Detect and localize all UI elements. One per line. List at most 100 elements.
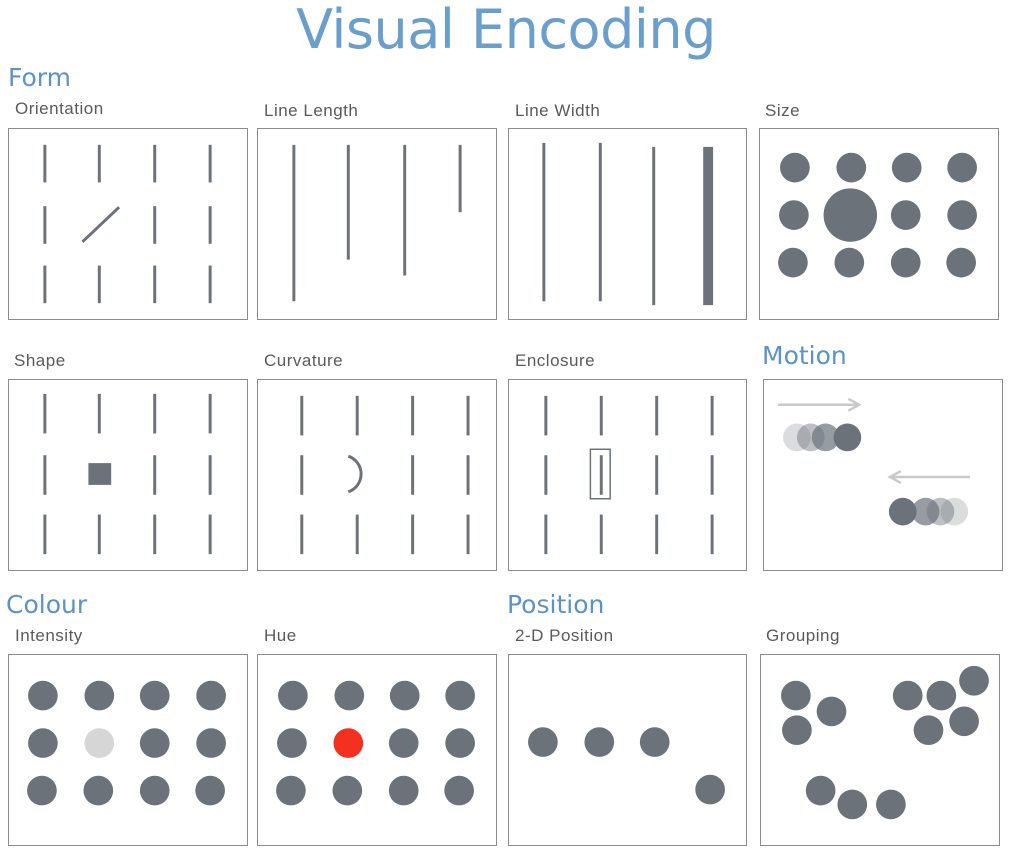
panel-2d-position [508,654,747,846]
dot-mark [195,775,225,806]
dot-mark [947,152,977,183]
position-marks [528,727,725,805]
dot-mark [277,728,307,758]
dot-mark [445,680,475,711]
dot-mark [947,200,977,230]
label-intensity: Intensity [15,626,83,645]
dot-mark [28,728,58,758]
category-form: Form [8,63,71,92]
dot-mark [27,775,57,806]
motion-trail-dot [811,423,840,452]
label-line-length: Line Length [264,101,359,120]
group-a-dot [816,696,847,727]
dot-mark [639,727,670,757]
dot-mark [836,152,867,183]
shape-marks [43,393,212,555]
dot-mark [388,775,419,806]
motion-trail-dot [911,497,940,526]
motion-trail-dot [783,423,811,452]
left-arrow-head [887,469,902,485]
panel-curvature [257,379,497,571]
dot-mark [196,728,226,758]
panel-grouping [760,654,1000,846]
dot-mark [28,680,58,711]
size-marks [778,152,977,278]
group-c-dot [805,775,836,806]
dot-mark [278,680,308,711]
label-hue: Hue [264,626,297,645]
tilted-line-mark [81,206,121,243]
motion-marks [778,397,971,526]
dot-mark [139,680,170,711]
panel-enclosure [508,379,747,571]
dot-mark [891,152,922,183]
label-grouping: Grouping [766,626,840,645]
square-mark [88,463,112,485]
panel-line-width [508,128,747,320]
panel-intensity [8,654,248,846]
group-b-dot [913,715,944,746]
dot-mark [84,680,115,711]
moving-dot [833,423,862,452]
offset-dot-mark [695,774,725,805]
group-c-dot [876,789,906,820]
dot-mark [196,680,226,711]
dot-mark [445,728,475,758]
category-colour: Colour [6,590,88,619]
label-size: Size [765,101,801,120]
dot-mark [584,727,615,757]
panel-shape [8,379,248,571]
large-dot-mark [823,188,878,242]
curved-line-mark [347,454,363,494]
dot-mark [389,680,420,711]
label-shape: Shape [14,351,66,370]
enclosure-box [589,448,611,500]
group-a-dot [781,680,811,711]
dot-mark [780,152,810,183]
dot-mark [444,775,474,806]
panel-motion [763,379,1003,571]
curvature-marks [300,395,470,555]
panel-orientation [8,128,248,320]
dot-mark [834,247,865,278]
dot-mark [334,680,365,711]
panel-line-length [257,128,497,320]
dot-mark [83,775,114,806]
group-b-dot [926,680,957,711]
orientation-marks [43,144,212,304]
moving-dot [888,497,917,526]
dot-mark [779,200,809,230]
panel-size [759,128,999,320]
group-b-dot [949,706,979,737]
dot-mark [946,247,976,278]
dot-mark [778,247,808,278]
label-curvature: Curvature [264,351,344,370]
page-title: Visual Encoding [296,0,716,61]
dot-mark [528,727,558,757]
label-enclosure: Enclosure [515,351,596,370]
category-position: Position [507,590,605,619]
light-dot-mark [84,728,115,758]
dot-mark [276,775,306,806]
dot-mark [388,728,419,758]
dot-mark [139,775,170,806]
category-motion: Motion [762,341,847,370]
line-length-marks [292,144,462,302]
label-2d-position: 2-D Position [515,626,614,645]
dot-mark [890,200,921,230]
red-dot-mark [333,728,364,758]
hue-marks [276,680,475,806]
enclosure-marks [544,395,714,555]
label-line-width: Line Width [515,101,601,120]
dot-mark [890,247,921,278]
grouping-marks [781,665,989,820]
dot-mark [139,728,170,758]
group-c-dot [837,789,868,820]
label-orientation: Orientation [15,99,104,118]
dot-mark [332,775,363,806]
line-width-marks [542,142,714,306]
group-a-dot [782,715,812,746]
intensity-marks [27,680,226,806]
right-arrow-head [847,397,862,412]
group-b-dot [892,680,923,711]
